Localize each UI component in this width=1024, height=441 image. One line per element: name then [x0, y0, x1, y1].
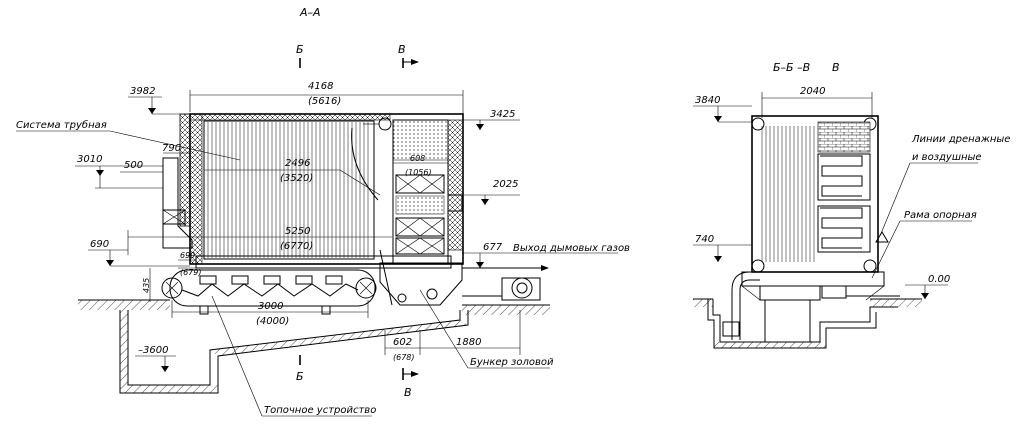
section-mark-b-top: Б	[296, 43, 304, 68]
left-view-title: А–А	[299, 6, 321, 19]
svg-text:699: 699	[180, 251, 195, 260]
svg-text:(679): (679)	[180, 268, 202, 277]
svg-text:(1056): (1056)	[405, 168, 432, 177]
ash-bunker-shape	[379, 249, 463, 306]
elev-000: 0.00	[905, 274, 950, 299]
section-mark-v-top: В	[398, 43, 419, 68]
svg-text:4168: 4168	[308, 81, 333, 92]
support-frame-shape	[722, 271, 900, 340]
svg-text:790: 790	[162, 143, 181, 154]
svg-text:740: 740	[695, 234, 714, 245]
front-wall	[162, 157, 193, 249]
section-mark-v-bottom-label: В	[404, 386, 412, 399]
svg-text:3982: 3982	[130, 86, 155, 97]
svg-text:3010: 3010	[77, 154, 102, 165]
boiler-cross-section	[751, 115, 889, 273]
elev-m3600: –3600	[135, 345, 176, 372]
support-frame-label: Рама опорная	[871, 210, 977, 279]
svg-text:435: 435	[142, 278, 151, 293]
tube-system-label: Система трубная	[16, 119, 241, 161]
svg-text:500: 500	[124, 160, 143, 171]
elev-677: 677	[462, 242, 510, 268]
right-view: Б–Б –В В 2040 3840	[693, 61, 1010, 349]
svg-text:(678): (678)	[393, 353, 415, 362]
elev-3982: 3982	[128, 86, 190, 115]
furnace-device-label: Топочное устройство	[211, 295, 376, 417]
tube-bank	[203, 120, 375, 260]
dim-699: 699 (679)	[178, 251, 202, 277]
svg-text:Бункер золовой: Бункер золовой	[470, 357, 554, 368]
drain-lines-label: Линии дренажные и воздушные	[879, 134, 1010, 237]
svg-text:2025: 2025	[493, 179, 518, 190]
dim-5250: 5250 (6770)	[127, 226, 392, 255]
elev-2025: 2025	[463, 179, 520, 205]
svg-text:690: 690	[90, 239, 109, 250]
left-view: А–А Б В Б В 4168 (5616)	[16, 6, 630, 417]
svg-text:(6770): (6770)	[280, 241, 313, 252]
dim-3000: 3000 (4000)	[171, 300, 369, 327]
svg-text:Система трубная: Система трубная	[16, 119, 107, 131]
foundation	[78, 299, 550, 394]
svg-text:0.00: 0.00	[928, 274, 950, 285]
dim-500: 500	[120, 160, 163, 173]
section-mark-v-top-label: В	[398, 43, 406, 56]
svg-text:1880: 1880	[456, 337, 481, 348]
svg-text:5250: 5250	[285, 226, 310, 237]
section-mark-b-bottom: Б	[296, 355, 304, 383]
flue-gas-outlet: Выход дымовых газов	[462, 243, 630, 301]
elev-3425: 3425	[463, 109, 520, 130]
svg-text:2496: 2496	[285, 158, 310, 169]
convective-section	[392, 119, 464, 264]
svg-text:3000: 3000	[258, 301, 283, 312]
dim-2496: 2496 (3520)	[204, 158, 381, 196]
section-mark-b-bottom-label: Б	[296, 370, 304, 383]
svg-text:608: 608	[410, 154, 425, 163]
dim-790: 790	[162, 143, 190, 154]
svg-text:602: 602	[393, 337, 412, 348]
right-foundation	[693, 298, 922, 349]
svg-text:3840: 3840	[695, 95, 720, 106]
elev-690: 690	[88, 239, 190, 267]
svg-text:–3600: –3600	[138, 345, 168, 356]
svg-text:и воздушные: и воздушные	[912, 152, 982, 163]
dim-2040: 2040	[761, 86, 873, 118]
elev-740: 740	[693, 234, 752, 262]
svg-text:3425: 3425	[490, 109, 515, 120]
svg-text:Линии дренажные: Линии дренажные	[911, 134, 1010, 145]
svg-text:677: 677	[483, 242, 503, 253]
svg-text:(5616): (5616)	[308, 96, 341, 107]
svg-text:2040: 2040	[800, 86, 825, 97]
svg-text:(4000): (4000)	[256, 316, 289, 327]
svg-text:Топочное устройство: Топочное устройство	[264, 405, 376, 416]
svg-text:Рама опорная: Рама опорная	[904, 210, 977, 221]
dim-602-1880: 602 (678) 1880	[384, 310, 521, 362]
dim-608: 608 (1056)	[393, 154, 448, 177]
section-mark-v-bottom: В	[402, 368, 419, 399]
elev-3010: 3010	[75, 154, 163, 189]
furnace-grate	[161, 255, 452, 315]
svg-text:Выход дымовых газов: Выход дымовых газов	[513, 243, 630, 254]
section-mark-b-top-label: Б	[296, 43, 304, 56]
ash-bunker-label: Бункер золовой	[419, 289, 554, 369]
svg-text:(3520): (3520)	[280, 173, 313, 184]
elev-3840: 3840	[693, 95, 752, 123]
right-view-title-suffix: В	[832, 61, 840, 74]
right-view-title: Б–Б –В	[773, 61, 810, 74]
dim-435: 435	[142, 268, 151, 302]
